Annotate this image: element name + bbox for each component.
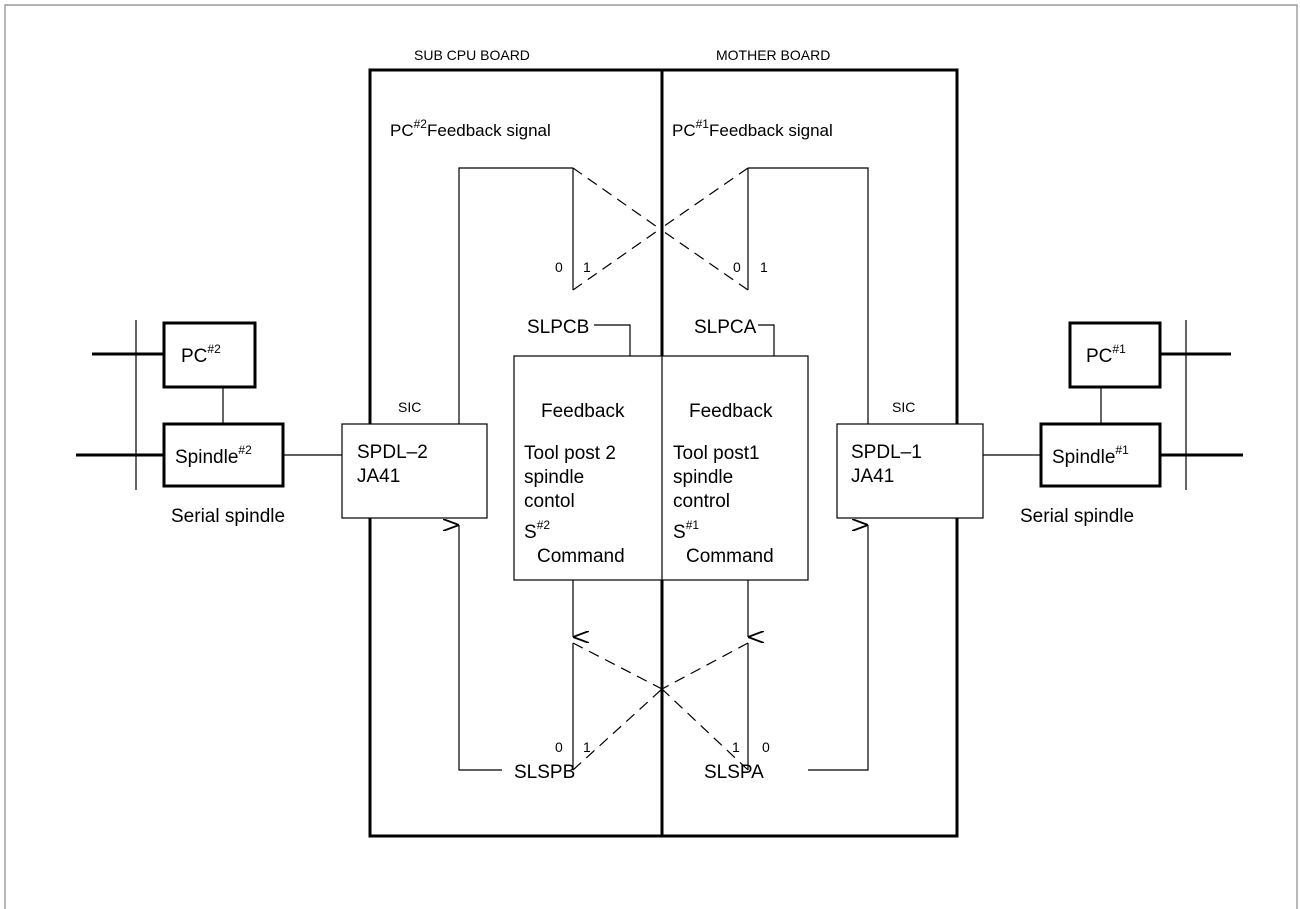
tool-post-1-line2: spindle [673, 467, 733, 488]
fb-switch-right-1: 1 [760, 259, 768, 275]
feedback-wire-left [458, 167, 573, 424]
tool-post-2-line2: spindle [524, 467, 584, 488]
pc2-box [162, 321, 257, 389]
pc2-box-label: PC#2 [181, 342, 221, 367]
spindle1-box [1039, 422, 1162, 488]
pc1-feedback-signal-label: PC#1Feedback signal [672, 117, 833, 140]
command-label-left: Command [537, 546, 625, 567]
fb-switch-left-0: 0 [555, 259, 563, 275]
mother-board-label: MOTHER BOARD [716, 47, 830, 63]
pc1-box-label: PC#1 [1086, 342, 1126, 367]
pc2-feedback-signal-label: PC#2Feedback signal [390, 117, 551, 140]
sic-left-line2: JA41 [357, 466, 400, 487]
pc1-box [1068, 321, 1162, 389]
sic-right-line1: SPDL–1 [851, 442, 922, 463]
tool-post-2-control-block: Feedback Tool post 2 spindle contol S#2 … [524, 401, 625, 567]
fb-switch-left-1: 1 [583, 259, 591, 275]
serial-spindle-right-caption: Serial spindle [1020, 506, 1134, 527]
command-wire-right [808, 525, 869, 771]
page-frame [4, 4, 1298, 909]
sp-switch-right-1: 1 [732, 739, 740, 755]
command-wire-left [459, 525, 502, 771]
serial-spindle-right: PC#1 Spindle#1 Serial spindle [983, 320, 1243, 527]
serial-spindle-left: PC#2 Spindle#2 Serial spindle [76, 320, 342, 527]
sp-switch-right-0: 0 [762, 739, 770, 755]
tool-post-2-line1: Tool post 2 [524, 443, 616, 464]
s2-label: S#2 [524, 518, 550, 543]
command-label-right: Command [686, 546, 774, 567]
feedback-switch-left [572, 167, 661, 291]
feedback-label-left: Feedback [541, 401, 625, 422]
spindle-switch-left [572, 642, 663, 771]
slpcb-label: SLPCB [527, 317, 589, 338]
sp-switch-left-1: 1 [583, 739, 591, 755]
serial-spindle-left-caption: Serial spindle [171, 506, 285, 527]
fb-switch-right-0: 0 [733, 259, 741, 275]
spindle2-box [162, 422, 285, 488]
tool-post-1-line1: Tool post1 [673, 443, 760, 464]
sic-box-left [341, 423, 488, 519]
feedback-label-right: Feedback [689, 401, 773, 422]
tool-post-1-line3: control [673, 491, 730, 512]
spindle1-box-label: Spindle#1 [1052, 443, 1129, 468]
feedback-wire-right [748, 167, 869, 424]
s1-label: S#1 [673, 518, 699, 543]
sic-right-label: SIC [892, 399, 915, 415]
sp-switch-left-0: 0 [555, 739, 563, 755]
feedback-switch-right [659, 167, 749, 291]
sic-box-right [836, 423, 984, 519]
tool-post-1-control-block: Feedback Tool post1 spindle control S#1 … [673, 401, 774, 567]
tool-post-2-line3: contol [524, 491, 575, 512]
slpca-label: SLPCA [694, 317, 757, 338]
spindle-switch-right [661, 642, 749, 771]
sic-left-label: SIC [398, 399, 421, 415]
slspa-label: SLSPA [704, 762, 764, 783]
sub-cpu-board-label: SUB CPU BOARD [414, 47, 530, 63]
spindle-control-box [513, 355, 809, 581]
spindle2-box-label: Spindle#2 [175, 443, 252, 468]
slspb-label: SLSPB [514, 762, 575, 783]
sic-right-line2: JA41 [851, 466, 894, 487]
sic-left-line1: SPDL–2 [357, 442, 428, 463]
